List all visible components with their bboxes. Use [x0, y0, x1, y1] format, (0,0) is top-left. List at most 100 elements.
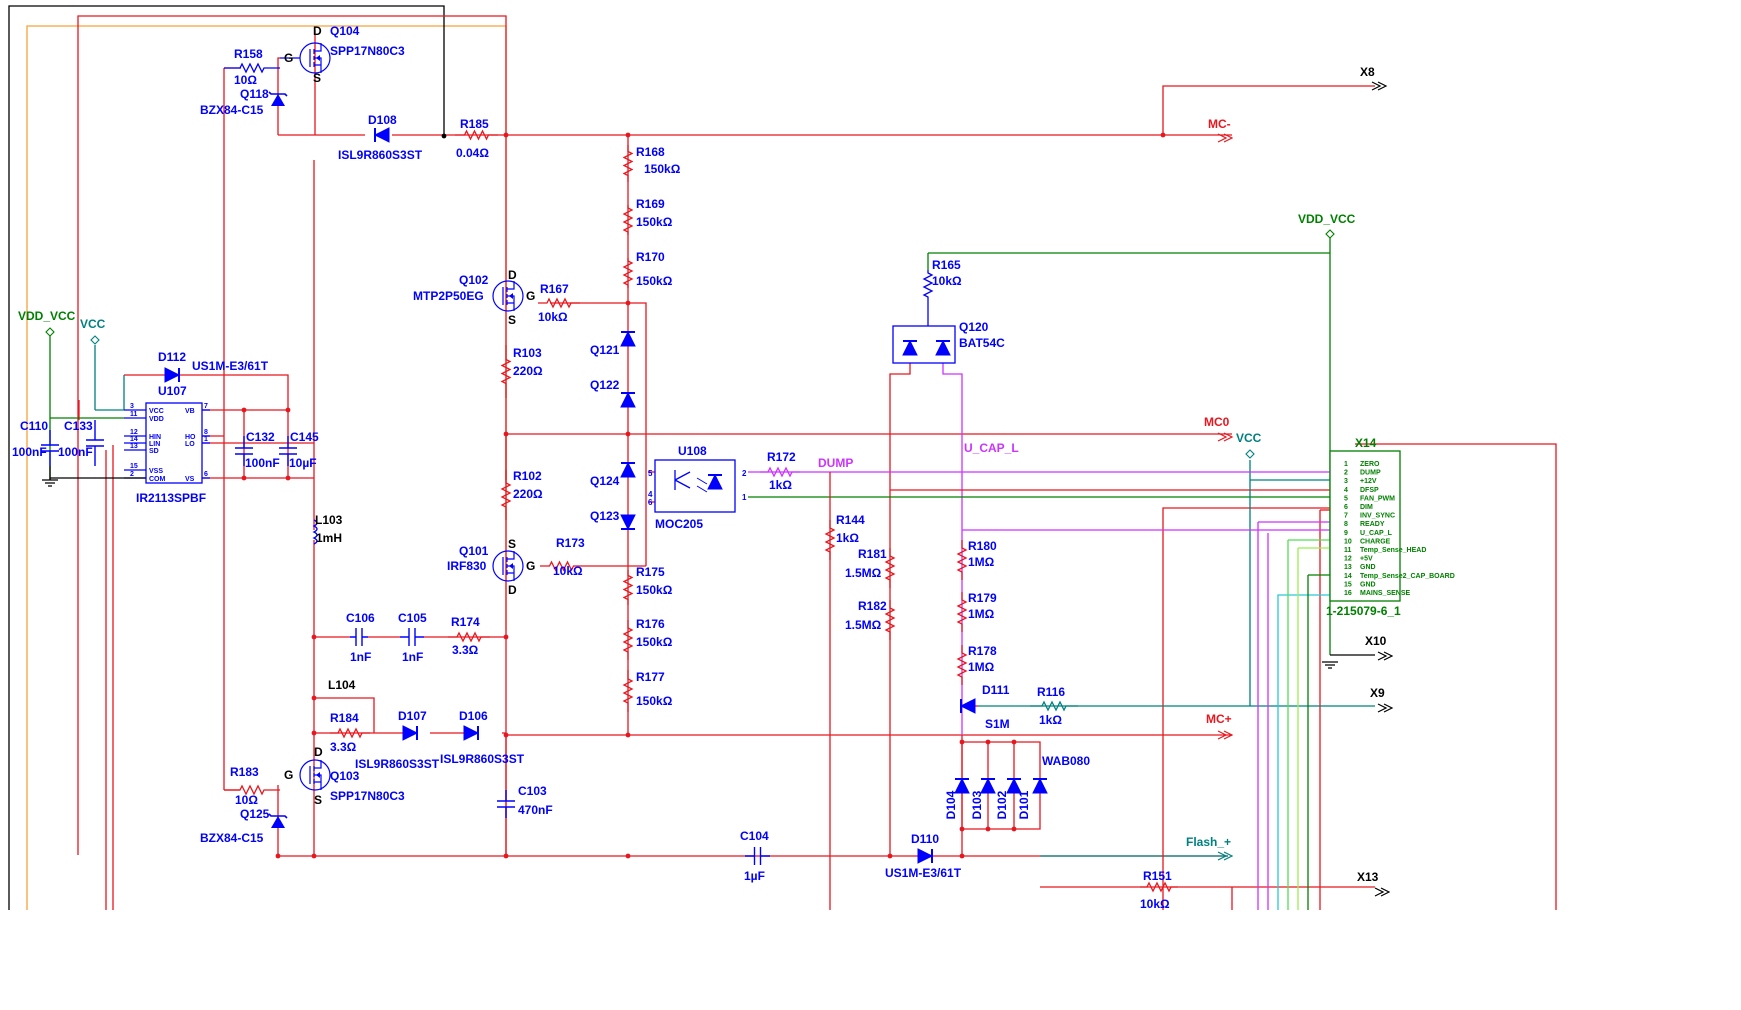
u107-pin-name: LO [185, 441, 195, 448]
r181-value: 1.5MΩ [845, 566, 882, 580]
junction-dot [625, 853, 631, 859]
q122-refdes: Q122 [590, 378, 620, 392]
mosfet-lines [502, 551, 515, 581]
u107-pin-name: VCC [149, 408, 164, 415]
x14-pin-name: MAINS_SENSE [1360, 590, 1411, 597]
x14-pin-num: 2 [1344, 470, 1348, 477]
c106-value: 1nF [350, 650, 371, 664]
c145-value: 10µF [289, 456, 317, 470]
d110-refdes: D110 [911, 832, 939, 846]
r158-value: 10Ω [234, 73, 257, 87]
d111-value: S1M [985, 717, 1010, 731]
u107-pin-name: HIN [149, 434, 161, 441]
u107-refdes: U107 [158, 384, 187, 398]
junction-dot [503, 634, 509, 640]
d108-refdes: D108 [368, 113, 397, 127]
diode [935, 339, 951, 356]
pin-d: D [508, 583, 517, 597]
resistor [622, 620, 634, 660]
x14-value: 1-215079-6_1 [1326, 604, 1401, 618]
mosfet-arrow [509, 563, 513, 569]
r173-refdes: R173 [556, 536, 585, 550]
c110-value: 100nF [12, 445, 47, 459]
u107-pin-num: 11 [130, 411, 138, 418]
wire [314, 697, 375, 733]
r182-value: 1.5MΩ [845, 618, 882, 632]
c133-refdes: C133 [64, 419, 93, 433]
q101-refdes: Q101 [459, 544, 489, 558]
x14-pin-name: DFSP [1360, 487, 1379, 494]
u108-body [654, 459, 736, 513]
wire [942, 363, 963, 735]
diode [463, 725, 480, 741]
net-arrow [1217, 851, 1234, 861]
r116-value: 1kΩ [1039, 713, 1062, 727]
wire [8, 5, 445, 910]
x14-pin-num: 8 [1344, 521, 1348, 528]
q118-refdes: Q118 [240, 87, 269, 101]
junction-dot [625, 732, 631, 738]
capacitor [400, 628, 424, 646]
diode [917, 848, 934, 864]
u107-pin-name: VB [185, 408, 195, 415]
diode [954, 777, 970, 794]
power-flag [90, 335, 100, 345]
mosfet-arrow [509, 293, 513, 299]
r174-value: 3.3Ω [452, 643, 479, 657]
terminal-x9: X9 [1370, 686, 1385, 700]
pin-g: G [526, 559, 535, 573]
q120-body [892, 325, 956, 364]
r177-refdes: R177 [636, 670, 665, 684]
r170-refdes: R170 [636, 250, 665, 264]
wire [1355, 443, 1557, 910]
c132-value: 100nF [245, 456, 280, 470]
r103-refdes: R103 [513, 346, 542, 360]
r168-refdes: R168 [636, 145, 665, 159]
r103-value: 220Ω [513, 364, 543, 378]
net-arrow [1377, 703, 1394, 713]
x14-pin-name: FAN_PWM [1360, 495, 1395, 502]
junction-dot [311, 730, 317, 736]
d102-refdes: D102 [995, 790, 1009, 819]
q124-refdes: Q124 [590, 474, 620, 488]
r144-value: 1kΩ [836, 531, 859, 545]
u107-pin-num: 12 [130, 429, 138, 436]
component-symbols [41, 42, 1401, 897]
terminal-x8: X8 [1360, 65, 1375, 79]
mosfet-body [299, 759, 331, 791]
junction-dot [1160, 132, 1166, 138]
r167-value: 10kΩ [538, 310, 568, 324]
u107-body [145, 402, 203, 484]
q101-value: IRF830 [447, 559, 487, 573]
junction-dot [311, 695, 317, 701]
u107-pin-name: COM [149, 476, 166, 483]
wab080-refdes: WAB080 [1042, 754, 1090, 768]
junction-dot [285, 475, 291, 481]
phototransistor [674, 470, 691, 490]
x14-pin-name: DUMP [1360, 470, 1381, 477]
inductor [312, 519, 318, 545]
diode [902, 339, 918, 356]
net-vdd-vcc-left: VDD_VCC [18, 309, 76, 323]
r165-refdes: R165 [932, 258, 961, 272]
l103-refdes: L103 [315, 513, 343, 527]
r170-value: 150kΩ [636, 274, 673, 288]
r184-value: 3.3Ω [330, 740, 357, 754]
x14-pin-num: 7 [1344, 513, 1348, 520]
r172-value: 1kΩ [769, 478, 792, 492]
zener-diode [271, 816, 285, 828]
c103-value: 470nF [518, 803, 553, 817]
mosfet-lines [309, 760, 322, 790]
r183-value: 10Ω [235, 793, 258, 807]
net-dump: DUMP [818, 456, 853, 470]
pin-g: G [284, 51, 293, 65]
power-flag [1245, 449, 1255, 459]
d112-refdes: D112 [158, 350, 186, 364]
q102-value: MTP2P50EG [413, 289, 484, 303]
u107-pin-num: 3 [130, 403, 134, 410]
resistor [622, 205, 634, 235]
junction-dot [503, 132, 509, 138]
c104-value: 1µF [744, 869, 765, 883]
u108-pin: 1 [742, 493, 747, 502]
net-arrow [1377, 651, 1394, 661]
